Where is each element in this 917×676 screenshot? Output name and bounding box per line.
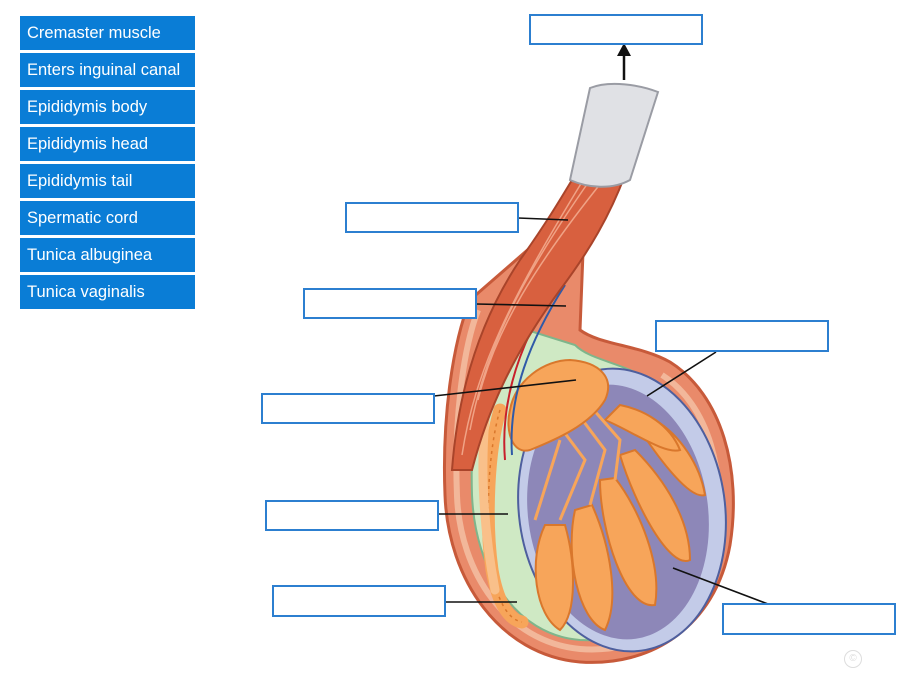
seminiferous-lobules xyxy=(534,403,707,632)
label-chip-cremaster-muscle[interactable]: Cremaster muscle xyxy=(20,16,195,50)
label-chip-tunica-vaginalis[interactable]: Tunica vaginalis xyxy=(20,275,195,309)
leader-lines xyxy=(433,217,769,605)
label-chip-spermatic-cord[interactable]: Spermatic cord xyxy=(20,201,195,235)
label-chip-epididymis-tail[interactable]: Epididymis tail xyxy=(20,164,195,198)
drop-zone-epididymis-middle[interactable] xyxy=(265,500,439,531)
drop-zone-cord-inner[interactable] xyxy=(303,288,477,319)
label-chip-tunica-albuginea[interactable]: Tunica albuginea xyxy=(20,238,195,272)
drop-zone-epididymis-lower[interactable] xyxy=(272,585,446,617)
drop-zone-cord-muscle[interactable] xyxy=(345,202,519,233)
spermatic-cord-cut-end xyxy=(568,82,660,188)
drop-zone-right-upper[interactable] xyxy=(655,320,829,352)
muscle-fibers xyxy=(461,177,606,456)
label-chip-epididymis-body[interactable]: Epididymis body xyxy=(20,90,195,124)
label-chip-epididymis-head[interactable]: Epididymis head xyxy=(20,127,195,161)
drop-zone-epididymis-upper[interactable] xyxy=(261,393,435,424)
epididymis-head-shape xyxy=(507,358,610,452)
drop-zone-top-arrow[interactable] xyxy=(529,14,703,45)
pampiniform-plexus xyxy=(510,284,566,456)
label-chip-enters-inguinal-canal[interactable]: Enters inguinal canal xyxy=(20,53,195,87)
drop-zone-right-lower[interactable] xyxy=(722,603,896,635)
inguinal-arrow-head xyxy=(617,43,631,56)
copyright-mark: © xyxy=(844,650,862,668)
label-bank: Cremaster muscle Enters inguinal canal E… xyxy=(20,16,195,312)
